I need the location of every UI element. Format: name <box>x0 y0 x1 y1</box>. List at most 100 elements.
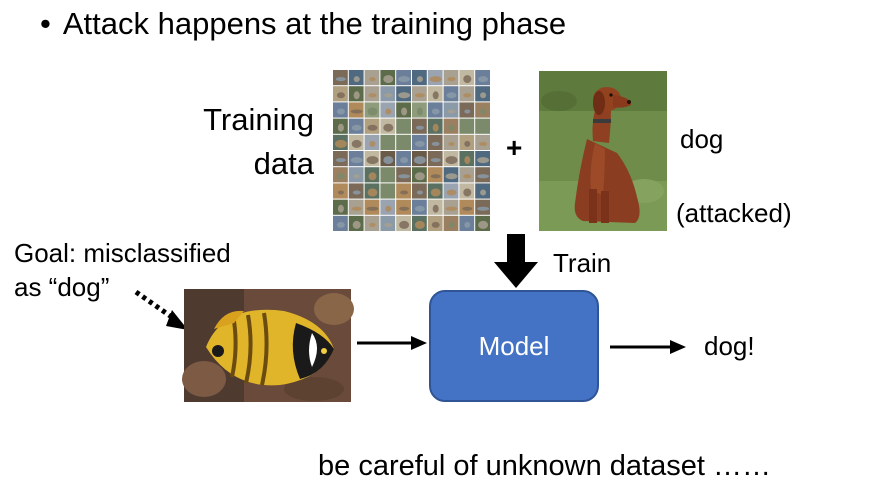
slide-bullet: • Attack happens at the training phase <box>40 6 566 42</box>
grid-thumbnail-subject <box>335 158 346 163</box>
grid-thumbnail-subject <box>480 189 487 196</box>
grid-thumbnail-subject <box>461 125 474 130</box>
grid-thumbnail-subject <box>431 221 440 228</box>
poison-note: (attacked) <box>676 198 792 228</box>
grid-thumbnail-subject <box>447 109 456 114</box>
grid-thumbnail-subject <box>480 108 487 115</box>
footer-note: be careful of unknown dataset …… <box>318 450 771 482</box>
goal-dotted-arrow <box>134 289 188 330</box>
training-data-line1: Training <box>203 102 314 137</box>
grid-thumbnail-subject <box>399 220 410 229</box>
training-data-line2: data <box>253 146 314 181</box>
grid-thumbnail-subject <box>477 174 490 179</box>
grid-thumbnail-subject <box>367 124 378 131</box>
grid-thumbnail-subject <box>464 109 471 114</box>
grid-thumbnail-subject <box>383 75 394 84</box>
grid-thumbnail-subject <box>463 93 472 98</box>
grid-thumbnail-subject <box>398 92 411 99</box>
dog-photo-image <box>539 71 667 231</box>
goal-text: Goal: misclassified as “dog” <box>14 236 231 304</box>
grid-thumbnail-subject <box>430 188 441 197</box>
grid-thumbnail-subject <box>385 141 392 146</box>
grid-thumbnail-subject <box>401 107 408 116</box>
grid-thumbnail-subject <box>462 206 473 211</box>
grid-thumbnail-subject <box>399 206 410 211</box>
grid-thumbnail-subject <box>429 76 442 83</box>
grid-thumbnail-subject <box>399 125 410 130</box>
grid-thumbnail-subject <box>337 123 344 132</box>
grid-thumbnail-subject <box>383 123 394 132</box>
grid-thumbnail-subject <box>432 123 439 132</box>
model-box: Model <box>429 290 599 402</box>
grid-thumbnail-subject <box>464 140 471 147</box>
grid-thumbnail-subject <box>368 172 377 181</box>
grid-thumbnail-subject <box>446 92 457 99</box>
grid-thumbnail-subject <box>334 139 347 148</box>
grid-thumbnail-subject <box>384 93 393 98</box>
grid-thumbnail-subject <box>350 109 363 114</box>
slide-title: Attack happens at the training phase <box>62 6 567 41</box>
grid-thumbnail-subject <box>367 107 378 116</box>
grid-thumbnail-subject <box>416 76 423 83</box>
grid-thumbnail-subject <box>430 158 441 163</box>
grid-thumbnail-subject <box>366 206 379 211</box>
grid-thumbnail-subject <box>369 222 376 227</box>
grid-thumbnail-subject <box>478 76 489 83</box>
grid-thumbnail-subject <box>432 204 439 213</box>
grid-thumbnail-subject <box>384 174 393 179</box>
grid-thumbnail-subject <box>448 124 455 131</box>
grid-thumbnail-subject <box>414 172 425 181</box>
grid-thumbnail-subject <box>336 92 345 99</box>
grid-thumbnail-subject <box>369 140 376 147</box>
grid-thumbnail-subject <box>463 188 472 197</box>
training-data-label: Training data <box>190 98 314 186</box>
grid-thumbnail-subject <box>400 157 409 164</box>
grid-thumbnail-subject <box>431 108 440 115</box>
grid-thumbnail-subject <box>479 141 488 146</box>
bullet-marker: • <box>40 6 51 41</box>
grid-thumbnail-subject <box>445 173 458 180</box>
grid-thumbnail-subject <box>463 75 472 84</box>
grid-thumbnail-subject <box>447 77 456 82</box>
grid-thumbnail-subject <box>351 206 362 211</box>
poison-label: dog <box>680 124 724 154</box>
grid-thumbnail-subject <box>350 157 363 164</box>
plus-sign: + <box>506 132 523 163</box>
fish-photo-image <box>182 289 354 402</box>
grid-thumbnail-subject <box>463 174 472 179</box>
output-arrow <box>610 340 686 354</box>
grid-thumbnail-subject <box>337 190 344 195</box>
grid-thumbnail-subject <box>398 76 411 83</box>
grid-thumbnail-subject <box>336 173 345 180</box>
grid-thumbnail-subject <box>480 92 487 99</box>
grid-thumbnail-subject <box>431 141 440 146</box>
grid-thumbnail-subject <box>414 205 425 212</box>
grid-thumbnail-subject <box>335 77 346 82</box>
grid-thumbnail-subject <box>477 206 490 211</box>
grid-thumbnail-subject <box>351 139 362 148</box>
grid-thumbnail-subject <box>478 220 489 229</box>
grid-thumbnail-subject <box>413 156 426 165</box>
grid-thumbnail-subject <box>414 93 425 98</box>
output-label: dog! <box>704 331 755 361</box>
grid-thumbnail-subject <box>430 174 441 179</box>
goal-line1: Goal: misclassified <box>14 238 231 268</box>
grid-thumbnail-subject <box>336 108 345 115</box>
grid-thumbnail-subject <box>414 140 425 147</box>
input-arrow <box>357 336 427 350</box>
grid-thumbnail-subject <box>353 174 360 179</box>
grid-thumbnail-subject <box>385 108 392 115</box>
grid-thumbnail-subject <box>416 107 423 116</box>
grid-thumbnail-subject <box>448 141 455 146</box>
grid-thumbnail-subject <box>353 91 360 100</box>
goal-line2: as “dog” <box>14 272 110 302</box>
grid-thumbnail-subject <box>351 124 362 131</box>
grid-thumbnail-subject <box>446 189 457 196</box>
grid-thumbnail-subject <box>366 156 379 165</box>
grid-thumbnail-subject <box>398 174 411 179</box>
grid-thumbnail-subject <box>445 156 458 165</box>
train-down-arrow <box>494 234 538 288</box>
grid-thumbnail-subject <box>337 204 344 213</box>
grid-thumbnail-subject <box>480 125 487 130</box>
training-data-grid-image <box>333 70 490 231</box>
